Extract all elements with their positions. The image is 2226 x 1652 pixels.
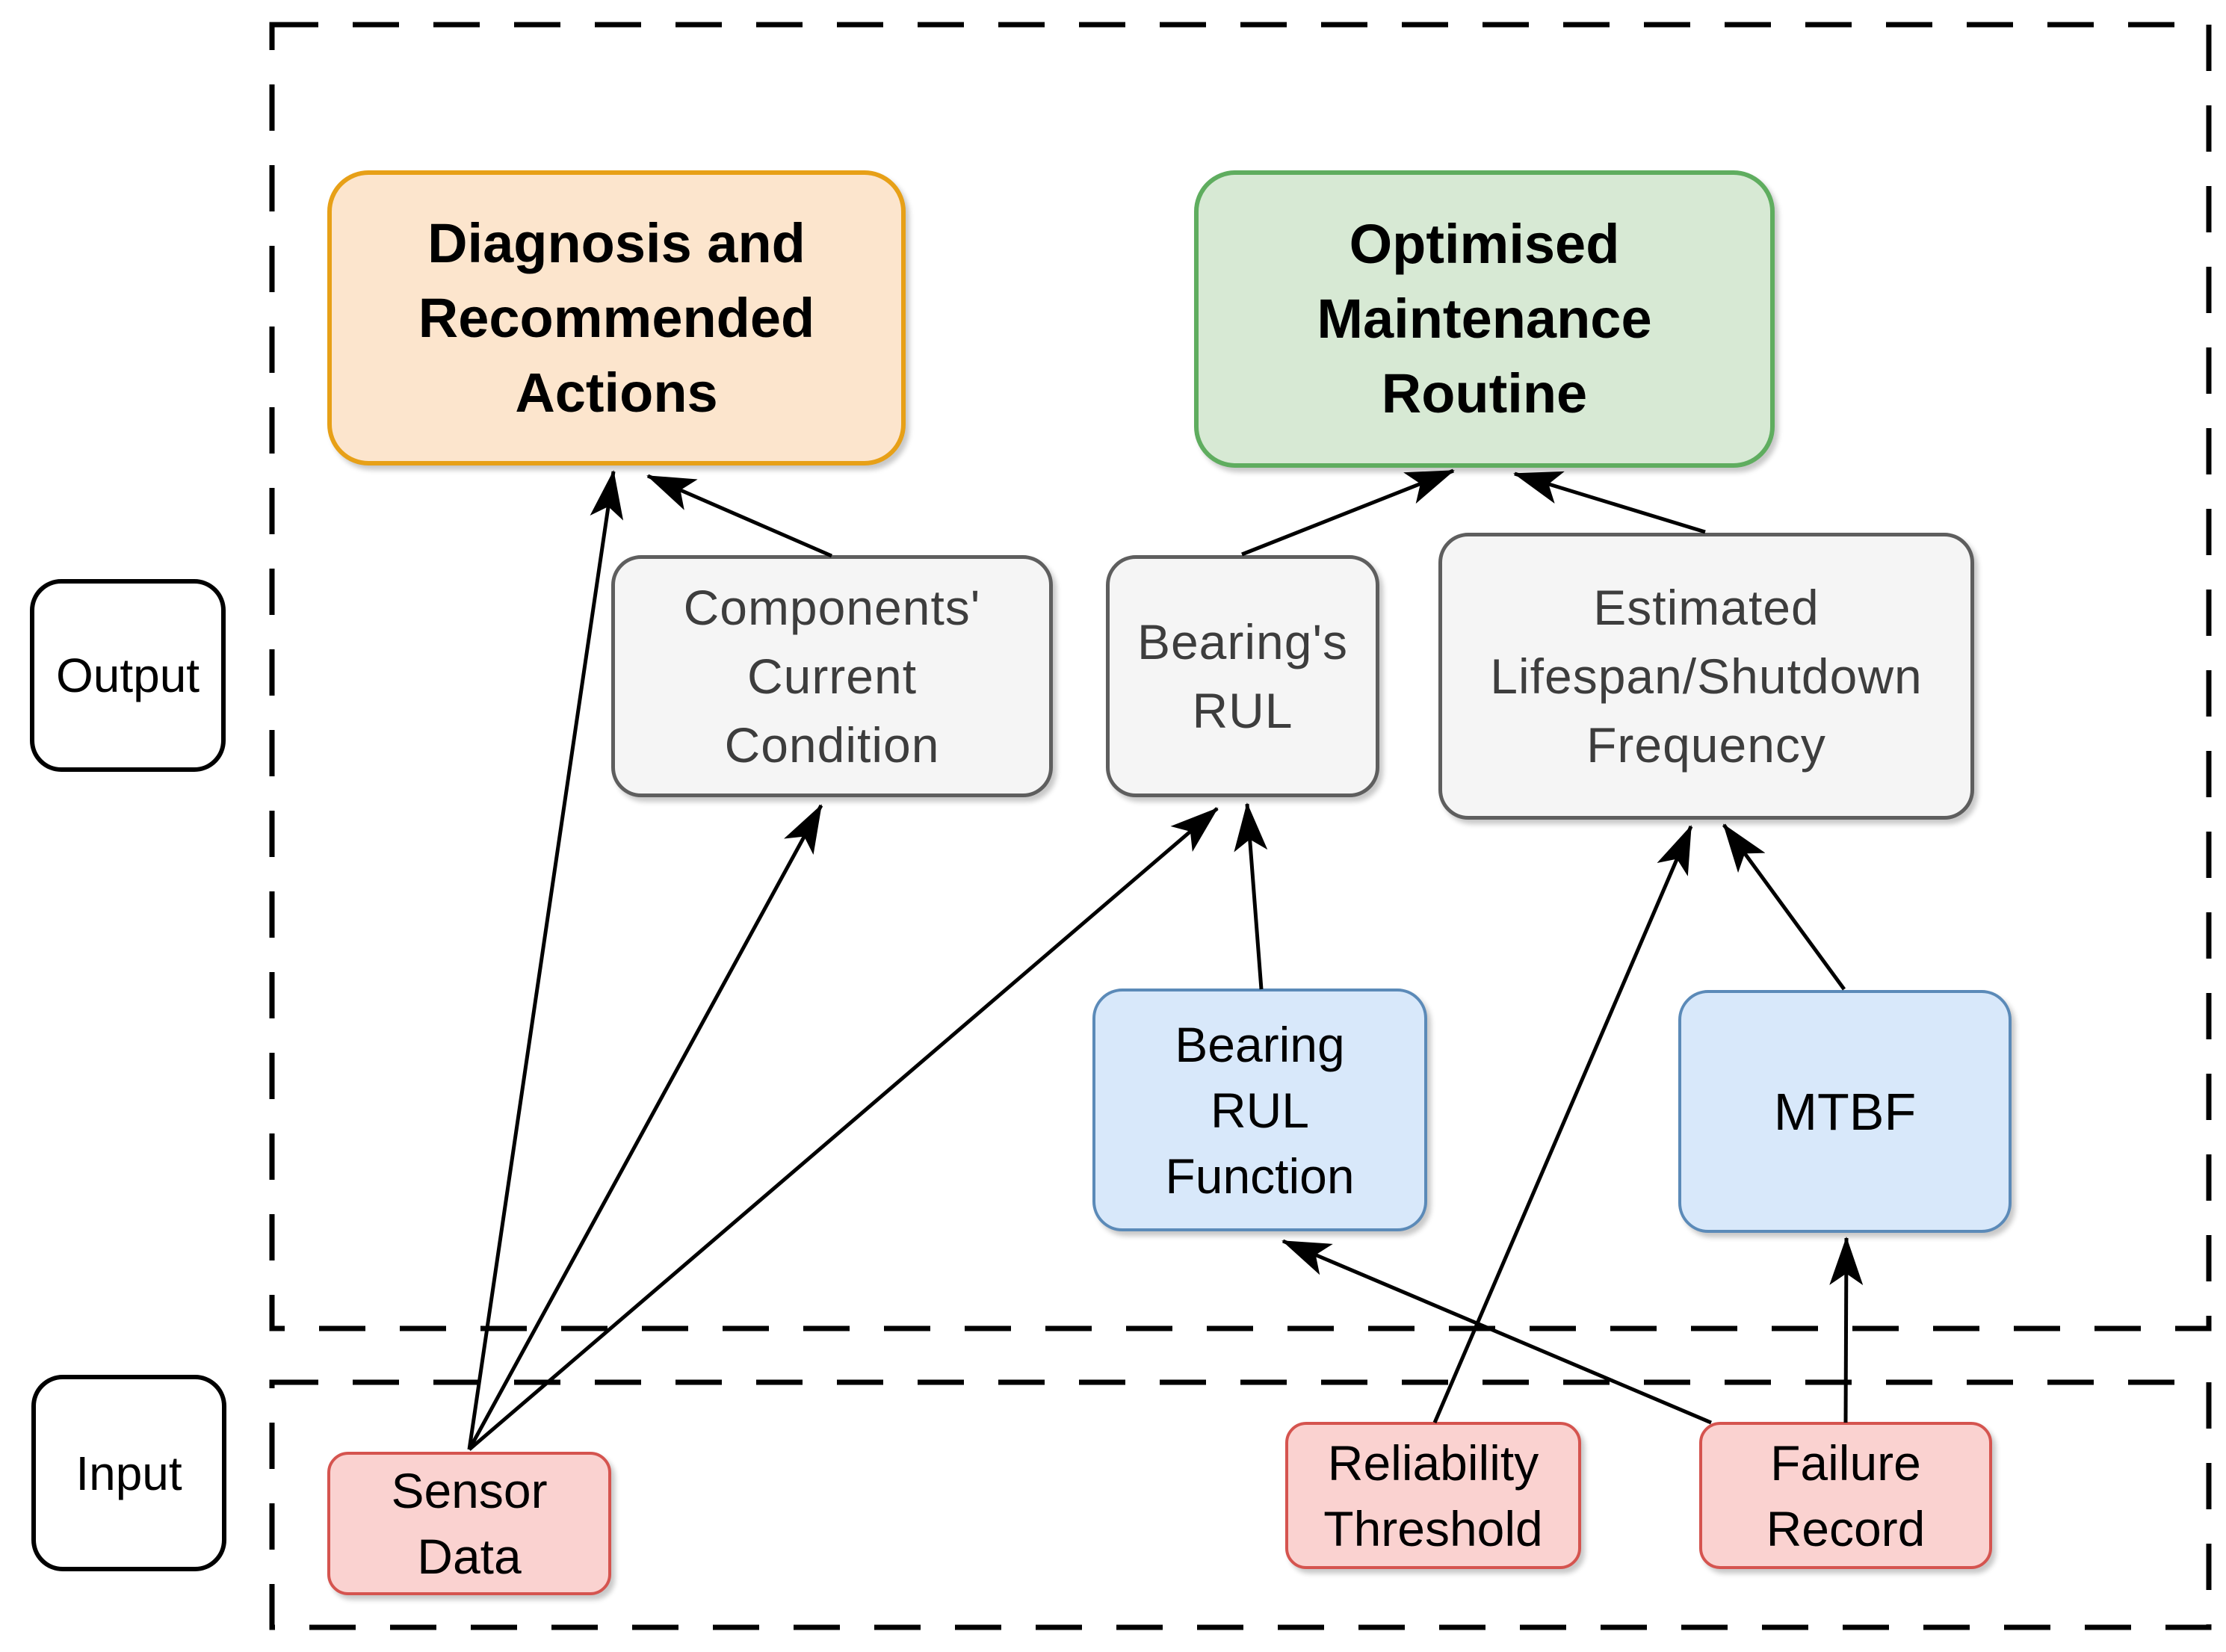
node-diagnosis-and-recommended-actions: Diagnosis and Recommended Actions (327, 170, 906, 465)
node-components-current-condition: Components' Current Condition (611, 555, 1053, 797)
arrow-failure-to-rul-function (1282, 1239, 1712, 1425)
output-region-label-text: Output (55, 649, 200, 702)
node-reliability-label: Reliability Threshold (1323, 1435, 1543, 1556)
node-rul-function-label: Bearing RUL Function (1165, 1016, 1355, 1204)
node-reliability-threshold: Reliability Threshold (1285, 1422, 1581, 1569)
node-sensor-data: Sensor Data (327, 1452, 611, 1595)
node-routine-label: Optimised Maintenance Routine (1317, 213, 1652, 424)
arrow-sensor-to-diagnosis (467, 470, 624, 1450)
node-components-label: Components' Current Condition (683, 580, 981, 773)
node-diagnosis-label: Diagnosis and Recommended Actions (418, 211, 815, 424)
node-bearings-rul: Bearing's RUL (1106, 555, 1379, 797)
node-mtbf: MTBF (1678, 990, 2012, 1233)
output-region-label: Output (30, 579, 226, 772)
arrow-components-to-diagnosis (646, 474, 832, 558)
arrow-rul-function-to-bearing-rul (1234, 802, 1268, 990)
input-region-label-text: Input (75, 1446, 182, 1500)
arrow-mtbf-to-lifespan (1722, 823, 1846, 991)
node-mtbf-label: MTBF (1773, 1082, 1917, 1141)
node-optimised-maintenance-routine: Optimised Maintenance Routine (1194, 170, 1775, 468)
node-failure-label: Failure Record (1766, 1435, 1926, 1556)
arrow-lifespan-to-routine (1513, 471, 1706, 534)
node-estimated-lifespan-shutdown-frequency: Estimated Lifespan/Shutdown Frequency (1438, 533, 1974, 820)
node-bearing-rul-label: Bearing's RUL (1137, 614, 1349, 738)
node-lifespan-label: Estimated Lifespan/Shutdown Frequency (1490, 580, 1923, 773)
arrow-sensor-to-components (467, 804, 823, 1451)
node-sensor-label: Sensor Data (391, 1463, 548, 1584)
input-region-label: Input (31, 1375, 226, 1571)
arrow-bearing-rul-to-routine (1241, 468, 1455, 557)
node-bearing-rul-function: Bearing RUL Function (1092, 989, 1427, 1231)
node-failure-record: Failure Record (1699, 1422, 1992, 1569)
arrow-reliability-to-lifespan (1432, 825, 1693, 1423)
